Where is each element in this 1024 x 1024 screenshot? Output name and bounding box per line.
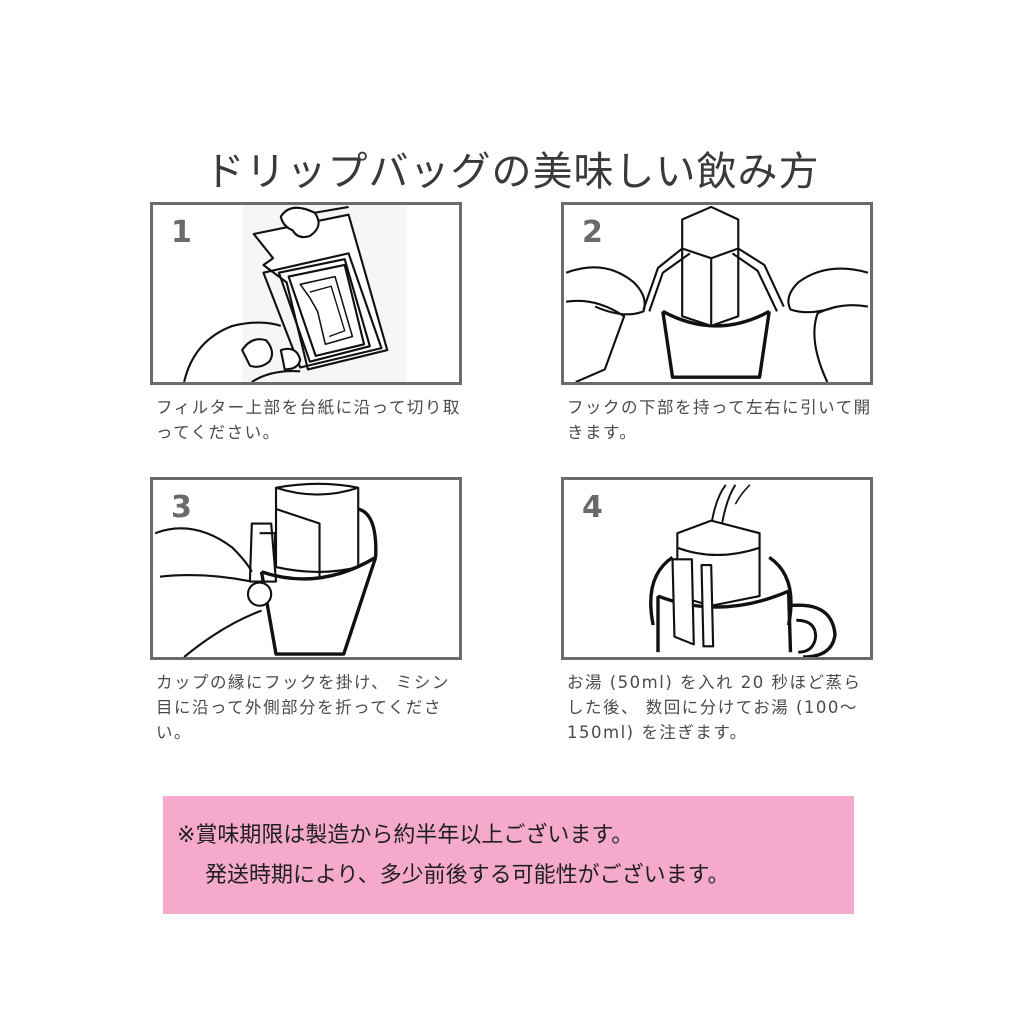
step-1-illustration-frame: 1: [150, 202, 462, 385]
step-4: 4 お湯 (50ml) を入れ 20 秒ほど蒸らした後、 数回に分けてお湯 (1…: [561, 477, 873, 745]
pouring-hot-water-icon: [649, 484, 837, 657]
shelf-life-notice: ※賞味期限は製造から約半年以上ございます。 発送時期により、多少前後する可能性が…: [163, 796, 854, 914]
hands-opening-hooks-icon: [565, 205, 869, 382]
step-number: 4: [582, 490, 603, 525]
notice-line-1: ※賞味期限は製造から約半年以上ございます。: [177, 823, 634, 848]
page-title: ドリップバッグの美味しい飲み方: [204, 148, 820, 195]
step-number: 3: [171, 490, 192, 525]
step-1: 1 フィルター上部を台紙に沿って切り取ってください。: [150, 202, 462, 445]
step-2: 2 フックの下部を持って左右に引いて開きます。: [561, 202, 873, 445]
step-number: 1: [171, 215, 192, 250]
notice-line-2: 発送時期により、多少前後する可能性がございます。: [205, 863, 730, 888]
step-4-illustration-frame: 4: [561, 477, 873, 660]
step-caption: カップの縁にフックを掛け、 ミシン目に沿って外側部分を折ってください。: [156, 673, 450, 742]
step-caption: フックの下部を持って左右に引いて開きます。: [567, 398, 872, 442]
step-caption: フィルター上部を台紙に沿って切り取ってください。: [156, 398, 461, 442]
hook-on-cup-rim-icon: [154, 482, 378, 657]
step-caption: お湯 (50ml) を入れ 20 秒ほど蒸らした後、 数回に分けてお湯 (100…: [567, 673, 862, 742]
step-number: 2: [582, 215, 603, 250]
step-3: 3 カップの縁にフックを掛け、 ミシン目に沿って外側部分を折ってください。: [150, 477, 462, 745]
hand-tearing-filter-top-icon: [183, 205, 407, 382]
step-2-illustration-frame: 2: [561, 202, 873, 385]
step-3-illustration-frame: 3: [150, 477, 462, 660]
